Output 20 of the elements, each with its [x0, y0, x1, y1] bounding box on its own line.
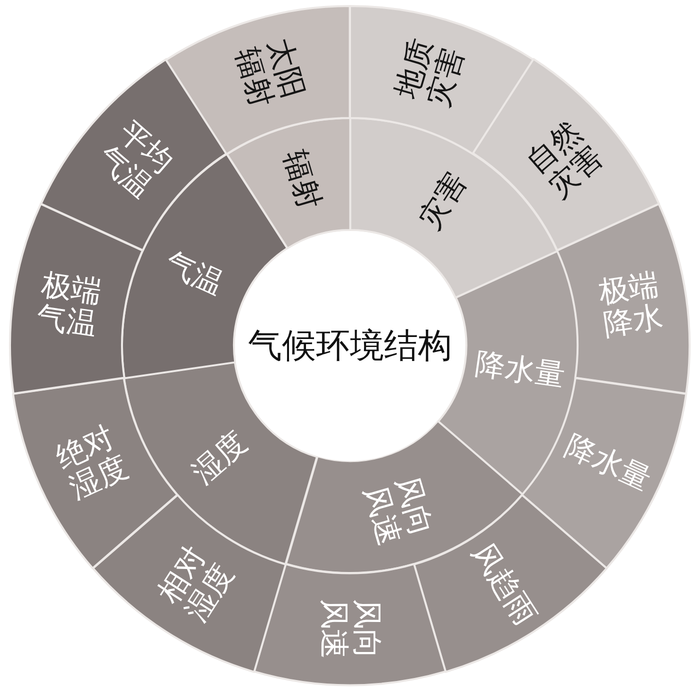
- outer-ring-segment: [8, 202, 145, 396]
- segment-label: 湿度: [186, 426, 254, 490]
- segment-label: 降水量: [560, 430, 656, 498]
- outer-ring-segment: [252, 562, 448, 688]
- segment-label: 太阳辐射: [230, 34, 310, 112]
- segment-label: 降水量: [473, 347, 568, 393]
- segment-label: 平均气温: [90, 114, 180, 205]
- segment-label: 灾害: [412, 166, 474, 235]
- segment-label: 绝对湿度: [50, 420, 134, 506]
- segment-label: 风趋雨: [465, 538, 542, 632]
- segment-label: 地质灾害: [390, 34, 470, 112]
- segment-label: 风向风速: [358, 472, 439, 550]
- segment-label: 极端气温: [34, 268, 104, 342]
- segment-label: 自然灾害: [520, 114, 610, 205]
- segment-label: 极端降水: [596, 268, 666, 342]
- segment-label: 风向风速: [316, 598, 383, 660]
- segment-label: 相对湿度: [152, 540, 241, 628]
- center-label: 气候环境结构: [248, 326, 452, 366]
- segment-label: 辐射: [277, 147, 326, 214]
- segment-label: 气温: [159, 246, 228, 302]
